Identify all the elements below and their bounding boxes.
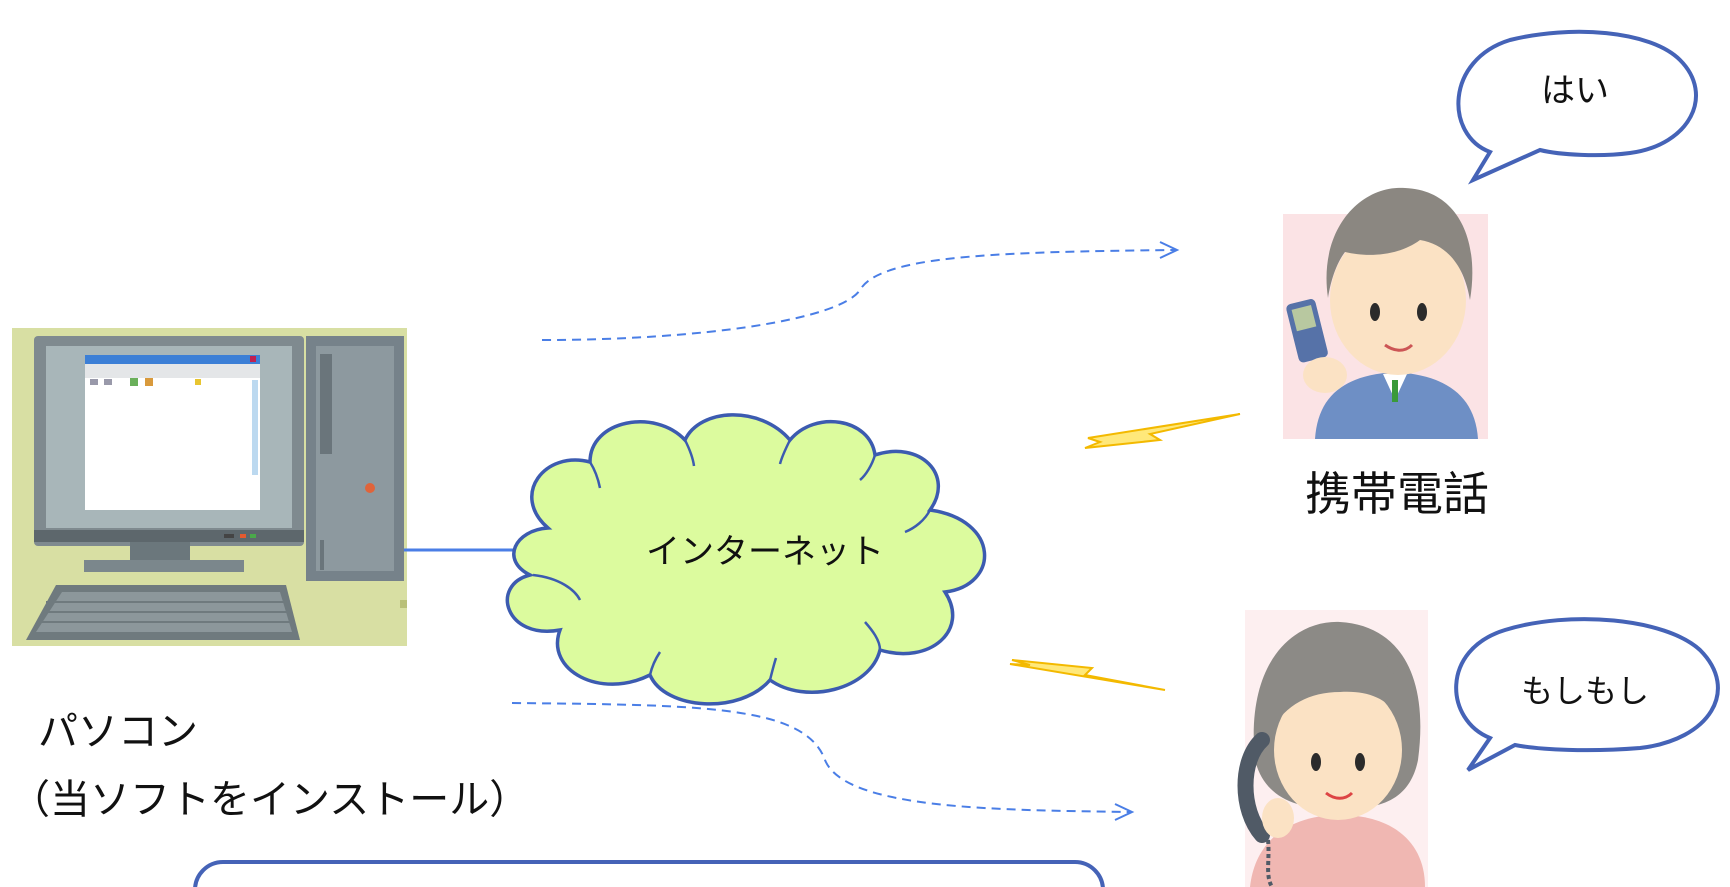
internet-cloud: インターネット	[505, 413, 987, 706]
speech-bubble-bottom: もしもし	[1454, 617, 1720, 772]
speech-bubble-top: はい	[1456, 29, 1698, 185]
dashed-arrow-bottom	[511, 702, 1135, 821]
bottom-note-box	[193, 860, 1105, 887]
internet-label: インターネット	[646, 532, 884, 572]
woman-with-phone-illustration	[1237, 610, 1428, 887]
dashed-arrow-top	[541, 241, 1180, 341]
reply-text: はい	[1541, 71, 1609, 111]
greeting-text: もしもし	[1521, 672, 1649, 710]
lightning-icon	[1009, 659, 1166, 691]
lightning-icon	[1084, 413, 1241, 449]
mobile-phone-label: 携帯電話	[1305, 467, 1489, 521]
computer-illustration	[0, 318, 407, 646]
pc-sublabel: （当ソフトをインストール）	[10, 777, 529, 823]
man-with-phone-illustration	[1283, 187, 1488, 439]
pc-label: パソコン	[38, 709, 198, 755]
